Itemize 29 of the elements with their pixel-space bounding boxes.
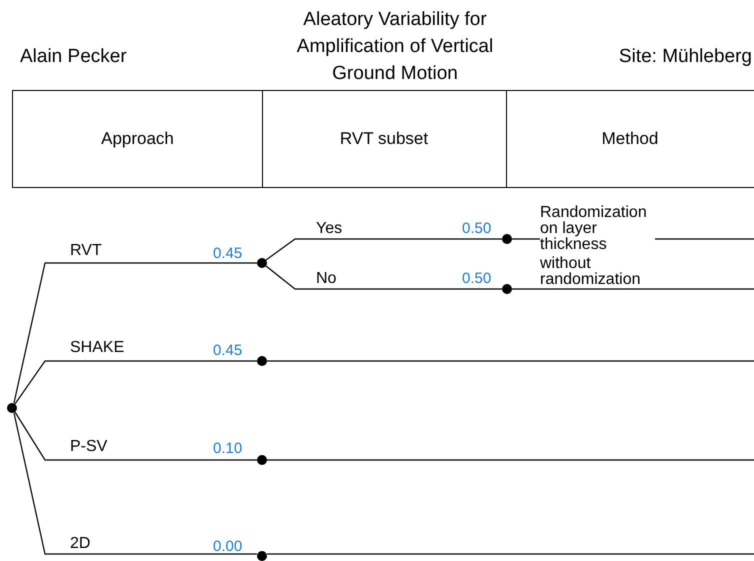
column-header: Method (506, 90, 754, 188)
branch-node (257, 258, 267, 268)
branch-node (502, 284, 512, 294)
branch-line (267, 553, 754, 555)
weight-label: 0.00 (213, 538, 242, 555)
branch-node (7, 403, 17, 413)
branch-line (13, 262, 257, 404)
branch-node (257, 551, 267, 561)
diagram-title: Aleatory Variability for Amplification of Vertical Ground Motion (296, 8, 494, 86)
author-label: Alain Pecker (20, 46, 127, 68)
branch-line (14, 412, 257, 461)
branch-line (14, 360, 257, 404)
branch-line (267, 459, 754, 461)
branch-line (13, 412, 257, 555)
column-header: Approach (12, 90, 263, 188)
branch-line (512, 288, 754, 290)
branch-line (267, 360, 754, 362)
branch-node (257, 455, 267, 465)
weight-label: 0.45 (213, 342, 242, 359)
site-label: Site: Mühleberg (618, 46, 752, 68)
weight-label: 0.10 (213, 440, 242, 457)
branch-line (266, 238, 502, 260)
branch-line (266, 266, 502, 290)
weight-label: 0.45 (213, 245, 242, 262)
weight-label: 0.50 (462, 270, 492, 287)
weight-label: 0.50 (462, 220, 492, 237)
branch-node (257, 356, 267, 366)
branch-node (502, 234, 512, 244)
column-header: RVT subset (262, 90, 507, 188)
